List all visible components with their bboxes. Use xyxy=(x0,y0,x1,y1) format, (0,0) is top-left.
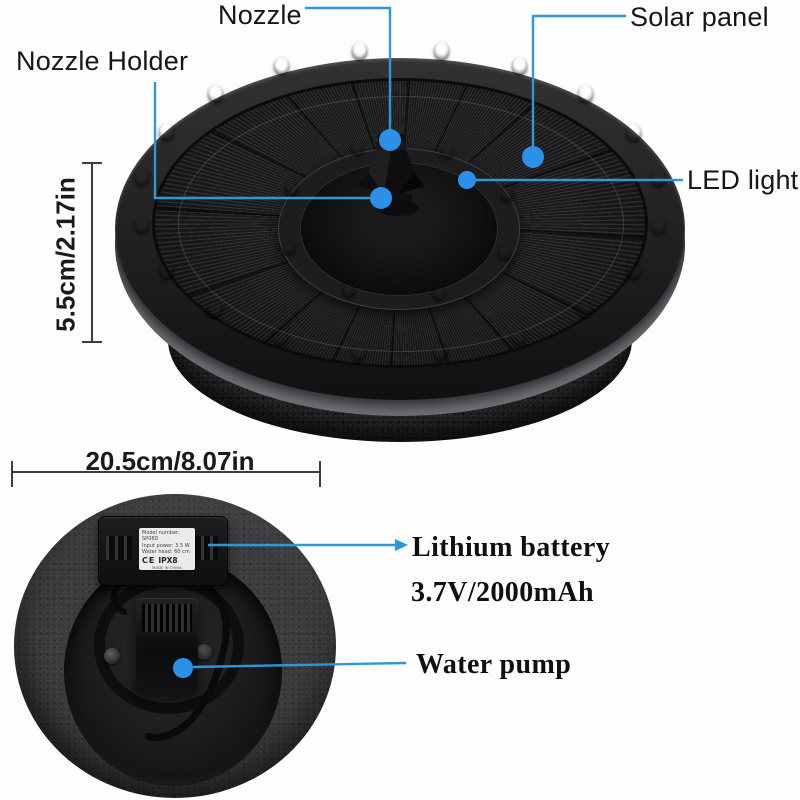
pump-vents xyxy=(142,604,192,632)
led-bulb-icon xyxy=(159,261,174,278)
label-diameter-dimension: 20.5cm/8.07in xyxy=(85,446,255,476)
led-bulb-icon xyxy=(207,300,222,317)
led-bulb-icon xyxy=(274,57,289,74)
callout-arrow-lithium-battery xyxy=(395,539,408,551)
battery-vent-left xyxy=(106,536,132,560)
nozzle-graphic xyxy=(358,134,424,216)
label-lithium-battery: Lithium battery xyxy=(412,532,611,563)
led-bulb-icon xyxy=(441,143,454,158)
label-water-pump: Water pump xyxy=(416,649,572,680)
label-height-dimension: 5.5cm/2.17in xyxy=(50,177,81,332)
led-bulb-icon xyxy=(352,42,367,59)
label-solar-panel: Solar panel xyxy=(630,2,769,32)
led-bulb-icon xyxy=(134,168,149,185)
sticker-line-power: Input power: 3.5 W xyxy=(142,542,190,549)
led-bulb-icon xyxy=(432,285,445,300)
ipx8-mark: IPX8 xyxy=(158,556,178,566)
dimension-line-height xyxy=(82,162,102,343)
led-bulb-icon xyxy=(578,85,593,102)
led-bulb-icon xyxy=(498,245,511,260)
spec-sticker: Model number: SP08D Input power: 3.5 W W… xyxy=(139,528,195,570)
label-led-light: LED light xyxy=(687,165,799,195)
led-bulb-icon xyxy=(208,85,223,102)
led-bulb-icon xyxy=(351,343,366,360)
ce-mark: CE xyxy=(142,556,156,565)
label-battery-spec: 3.7V/2000mAh xyxy=(411,577,594,608)
screw-boss-right xyxy=(196,644,212,660)
led-bulb-icon xyxy=(511,328,526,345)
sticker-line-model: Model number: SP08D xyxy=(142,530,180,543)
label-nozzle: Nozzle xyxy=(218,0,302,30)
battery-vent-right xyxy=(192,536,218,560)
screw-boss-left xyxy=(104,648,120,664)
led-bulb-icon xyxy=(434,42,449,59)
led-bulb-icon xyxy=(651,217,666,234)
led-bulb-icon xyxy=(433,343,448,360)
led-bulb-icon xyxy=(626,262,641,279)
sticker-origin: MADE IN CHINA xyxy=(152,565,182,570)
panel-seam-ring xyxy=(178,96,624,352)
led-bulb-icon xyxy=(134,216,149,233)
led-bulb-icon xyxy=(282,239,295,254)
sticker-line-head: Water head: 60 cm xyxy=(142,548,190,555)
led-bulb-icon xyxy=(512,57,527,74)
label-nozzle-holder: Nozzle Holder xyxy=(16,46,189,76)
led-bulb-icon xyxy=(273,328,288,345)
